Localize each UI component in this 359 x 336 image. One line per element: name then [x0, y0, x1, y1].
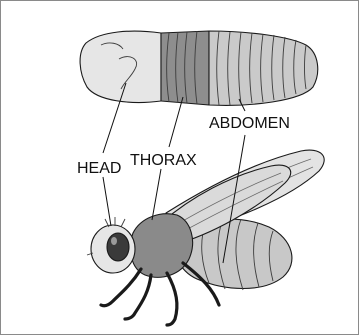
fly — [87, 150, 324, 325]
larva — [80, 31, 318, 105]
head-leader — [103, 83, 126, 226]
larva-abdomen-region — [209, 31, 318, 105]
label-abdomen: ABDOMEN — [209, 115, 290, 132]
label-head: HEAD — [77, 160, 121, 177]
label-thorax: THORAX — [130, 152, 197, 169]
fly-thorax — [130, 214, 192, 277]
fly-eye — [107, 233, 129, 261]
fly-eye-highlight — [111, 237, 117, 245]
larva-head-region — [80, 31, 161, 102]
